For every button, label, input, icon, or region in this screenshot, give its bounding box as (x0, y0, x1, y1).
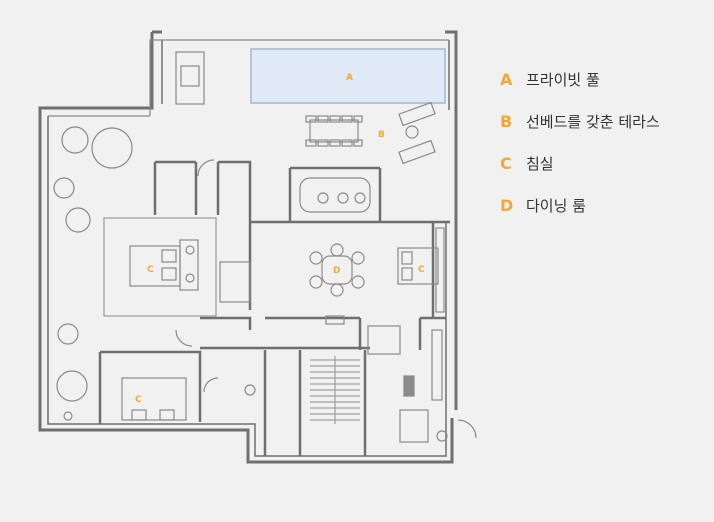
terrace-table (309, 119, 359, 143)
plan-label-terrace: B (378, 130, 385, 140)
legend: A 프라이빗 풀 B 선베드를 갖춘 테라스 C 침실 D 다이닝 룸 (500, 68, 660, 236)
plan-label-bedroom-bottom: C (135, 395, 142, 405)
outdoor-sofa (175, 51, 205, 105)
plan-label-bedroom-left: C (147, 265, 154, 275)
bed-right (397, 247, 439, 285)
outer-wall-inner (47, 40, 450, 457)
tree (53, 177, 75, 199)
plan-label-dining: D (333, 266, 340, 276)
tree (57, 323, 79, 345)
tree (61, 126, 89, 154)
plan-label-bedroom-right: C (418, 265, 425, 275)
tree (91, 127, 133, 169)
legend-key: D (500, 195, 514, 215)
tree (65, 207, 91, 233)
sunbed (398, 101, 436, 127)
legend-label: 선베드를 갖춘 테라스 (526, 112, 660, 131)
legend-item: D 다이닝 룸 (500, 194, 660, 216)
legend-item: C 침실 (500, 152, 660, 174)
outer-wall (38, 30, 458, 464)
legend-key: C (500, 153, 512, 173)
terrace-edge (48, 39, 449, 117)
legend-key: A (500, 69, 513, 89)
legend-label: 다이닝 룸 (526, 196, 586, 215)
legend-item: B 선베드를 갖춘 테라스 (500, 110, 660, 132)
plan-label-pool: A (346, 73, 353, 83)
bed-bottom (121, 377, 187, 421)
tree (56, 370, 88, 402)
private-pool (250, 48, 446, 104)
sunbed (398, 139, 436, 165)
legend-label: 침실 (526, 154, 554, 173)
legend-label: 프라이빗 풀 (526, 70, 600, 89)
legend-key: B (500, 111, 513, 131)
legend-item: A 프라이빗 풀 (500, 68, 660, 90)
